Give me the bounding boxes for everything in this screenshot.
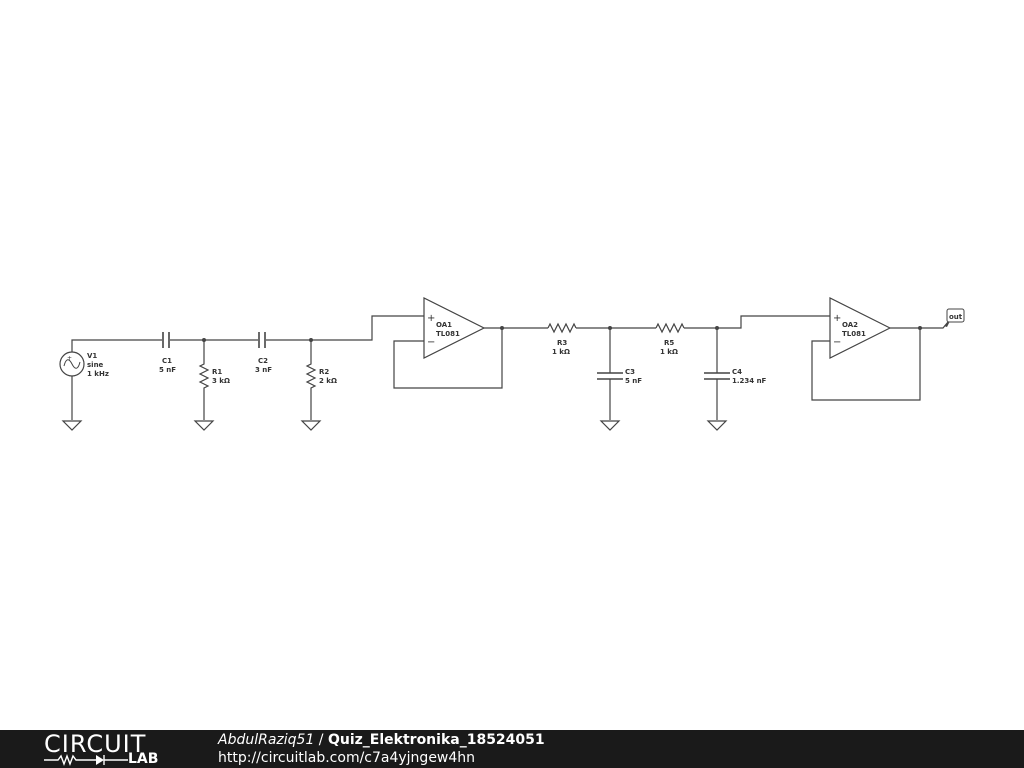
c4-name: C4 — [732, 368, 742, 376]
c1-name: C1 — [162, 357, 172, 365]
resistor-r3[interactable] — [547, 322, 577, 334]
ground-symbol — [193, 420, 215, 431]
r3-name: R3 — [557, 339, 567, 347]
waveform-diode-icon — [44, 754, 128, 766]
oa1-name: OA1 — [436, 321, 452, 329]
oa2-plus-sign: + — [833, 313, 841, 324]
voltage-source-v1[interactable]: + — [59, 351, 85, 420]
ground-symbol — [300, 420, 322, 431]
wire-oa1-feedback — [393, 328, 503, 389]
capacitor-c3[interactable] — [597, 328, 623, 420]
oa1-model: TL081 — [436, 330, 460, 338]
c2-value: 3 nF — [255, 366, 272, 374]
ground-symbol — [61, 420, 83, 431]
oa1-minus-sign: − — [427, 337, 435, 348]
capacitor-c2[interactable] — [258, 332, 266, 348]
logo-word-bottom: LAB — [128, 751, 159, 767]
circuit-title: AbdulRaziq51 / Quiz_Elektronika_18524051 — [218, 731, 545, 749]
title-separator: / — [314, 732, 328, 748]
c1-value: 5 nF — [159, 366, 176, 374]
v1-type: sine — [87, 361, 104, 369]
wire-r5-oa2 — [684, 315, 830, 329]
circuitlab-logo[interactable]: CIRCUIT LAB — [42, 730, 182, 768]
wire-input — [71, 339, 162, 352]
circuit-url[interactable]: http://circuitlab.com/c7a4yjngew4hn — [218, 750, 476, 766]
c4-value: 1.234 nF — [732, 377, 767, 385]
svg-text:+: + — [67, 355, 72, 362]
r5-name: R5 — [664, 339, 674, 347]
junction-node — [918, 326, 922, 330]
c3-name: C3 — [625, 368, 635, 376]
r2-value: 2 kΩ — [319, 377, 337, 385]
logo-word-top: CIRCUIT — [44, 730, 147, 758]
c2-name: C2 — [258, 357, 268, 365]
author-link[interactable]: AbdulRaziq51 — [218, 732, 315, 748]
opamp-oa1[interactable] — [423, 297, 486, 359]
capacitor-c4[interactable] — [704, 328, 730, 420]
output-label-text: out — [949, 313, 963, 321]
c3-value: 5 nF — [625, 377, 642, 385]
footer-bar: CIRCUIT LAB AbdulRaziq51 / Quiz_Elektron… — [0, 730, 1024, 768]
wire-oa2-feedback — [811, 328, 921, 401]
oa1-plus-sign: + — [427, 313, 435, 324]
wire-oa2-out — [890, 321, 949, 329]
project-name[interactable]: Quiz_Elektronika_18524051 — [327, 732, 545, 748]
v1-value: 1 kHz — [87, 370, 109, 378]
opamp-oa2[interactable] — [829, 297, 892, 359]
output-label[interactable]: out — [944, 308, 965, 327]
ground-symbol — [706, 420, 728, 431]
v1-name: V1 — [87, 352, 97, 360]
capacitor-c1[interactable] — [162, 332, 170, 348]
r5-value: 1 kΩ — [660, 348, 678, 356]
resistor-r1[interactable] — [198, 340, 210, 420]
wire-c2-oa1 — [266, 315, 424, 341]
oa2-minus-sign: − — [833, 337, 841, 348]
resistor-r5[interactable] — [655, 322, 685, 334]
oa2-name: OA2 — [842, 321, 858, 329]
r2-name: R2 — [319, 368, 329, 376]
r1-value: 3 kΩ — [212, 377, 230, 385]
r1-name: R1 — [212, 368, 222, 376]
schematic-canvas: + V1 sine 1 kHz C1 5 nF R1 3 kΩ C2 3 nF … — [59, 297, 965, 431]
resistor-r2[interactable] — [305, 340, 317, 420]
ground-symbol — [599, 420, 621, 431]
oa2-model: TL081 — [842, 330, 866, 338]
junction-node — [500, 326, 504, 330]
r3-value: 1 kΩ — [552, 348, 570, 356]
